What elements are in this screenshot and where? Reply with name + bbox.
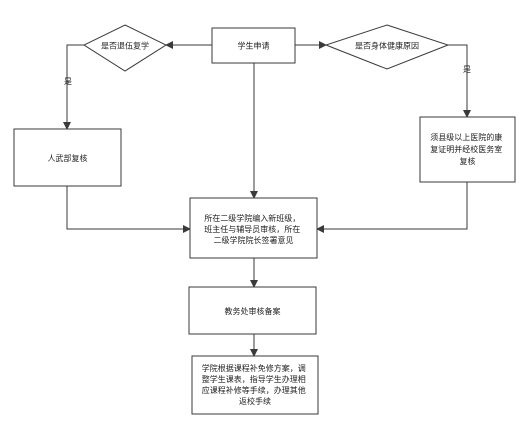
assign-class-node [189,197,318,259]
hospital-review-node [419,116,516,183]
decision-military-node [82,24,168,72]
edge-label-health-yes: 是 [463,65,471,74]
edge-hospital-to-assign [316,182,468,233]
decision-military-label: 是否退伍复学 [101,41,149,51]
college-plan-node [191,355,319,415]
hospital-review-line-2: 复证明并经校医务室 [430,144,502,154]
assign-class-line-2: 班主任与辅导员审核，所在 [204,224,300,234]
hospital-review-line-3: 复核 [460,156,476,166]
assign-class-line-1: 所在二级学院编入新班级， [204,213,300,223]
college-plan-line-4: 返校手续 [239,396,271,406]
college-plan-line-1: 学院根据课程补免修方案，调 [202,363,306,373]
college-plan-label: 学院根据课程补免修方案，调 整学生课表，指导学生办理相 应课程补修等手续，办理其… [202,363,309,406]
hospital-review-line-1: 须县级以上医院的康 [430,132,502,142]
start-node [211,27,296,64]
hospital-review-label: 须县级以上医院的康 复证明并经校医务室 复核 [430,132,505,166]
decision-health-node [324,24,450,70]
edge-health-to-hospital [448,44,471,118]
military-review-label: 人武部复核 [48,153,88,163]
college-plan-line-3: 应课程补修等手续，办理其他 [202,385,306,395]
decision-health-label: 是否身体健康原因 [355,41,419,51]
academic-affairs-label: 教务处审核备案 [225,306,281,316]
assign-class-line-3: 二级学院院长签署意见 [214,235,294,245]
academic-affairs-node [188,286,317,335]
military-review-node [13,128,122,187]
edge-label-military-yes: 是 [64,77,72,86]
edge-military-review-to-assign [66,186,191,233]
college-plan-line-2: 整学生课表，指导学生办理相 [202,374,306,384]
start-node-label: 学生申请 [238,41,270,51]
assign-class-label: 所在二级学院编入新班级， 班主任与辅导员审核，所在 二级学院院长签署意见 [204,213,303,245]
edge-military-to-review [63,44,84,130]
